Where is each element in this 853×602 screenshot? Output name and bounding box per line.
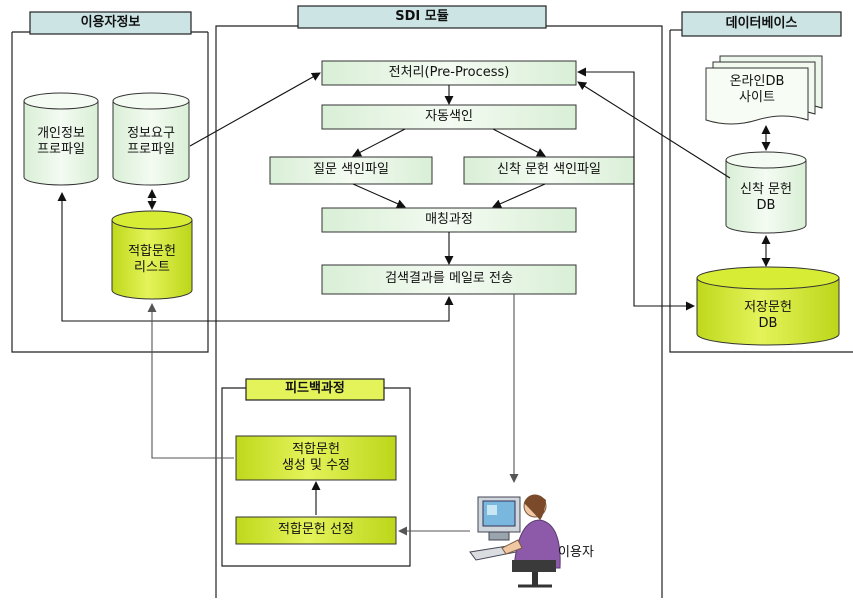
feedback-title: 피드백과정 <box>285 381 345 397</box>
online-db-sites-label: 온라인DB 사이트 <box>729 73 785 105</box>
send-mail-label: 검색결과를 메일로 전송 <box>385 271 513 287</box>
query-index-label: 질문 색인파일 <box>313 162 389 178</box>
saved-docs-db-label: 저장문헌 DB <box>744 299 792 331</box>
connector-arrows <box>57 67 771 515</box>
query-index-box <box>269 156 433 185</box>
info-need-profile-cylinder <box>112 92 190 186</box>
database-title: 데이터베이스 <box>725 15 798 31</box>
create-edit-box <box>235 435 397 481</box>
new-docs-db-label: 신착 문헌 DB <box>740 181 792 213</box>
relevant-list-label: 적합문헌 리스트 <box>128 243 176 275</box>
user-label: 이용자 <box>558 544 594 560</box>
sdi-module-title: SDI 모듈 <box>395 8 449 24</box>
new-docs-db-cylinder <box>725 151 807 234</box>
personal-profile-label: 개인정보 프로파일 <box>37 125 85 157</box>
info-need-profile-label: 정보요구 프로파일 <box>127 125 175 157</box>
preprocess-label: 전처리(Pre-Process) <box>388 64 510 80</box>
feedback-header-box <box>245 378 385 401</box>
database-header-box <box>681 11 842 37</box>
select-box <box>235 516 397 545</box>
create-edit-label: 적합문헌 생성 및 수정 <box>281 441 351 473</box>
user-info-title: 이용자정보 <box>80 14 141 30</box>
sdi-header-box <box>297 5 547 29</box>
saved-docs-db-cylinder <box>696 266 840 346</box>
auto-index-box <box>321 104 577 130</box>
user-info-header-box <box>29 11 192 35</box>
user-at-computer-icon <box>469 494 561 588</box>
auto-index-label: 자동색인 <box>425 108 473 124</box>
online-db-sites-docs <box>705 55 823 125</box>
user-info-panel <box>11 31 209 353</box>
gray-connector-arrows <box>147 294 519 536</box>
feedback-panel <box>221 387 411 567</box>
matching-label: 매칭과정 <box>425 211 473 227</box>
personal-profile-cylinder <box>23 92 99 186</box>
new-doc-index-label: 신착 문헌 색인파일 <box>497 162 601 178</box>
select-label: 적합문헌 선정 <box>278 522 354 538</box>
